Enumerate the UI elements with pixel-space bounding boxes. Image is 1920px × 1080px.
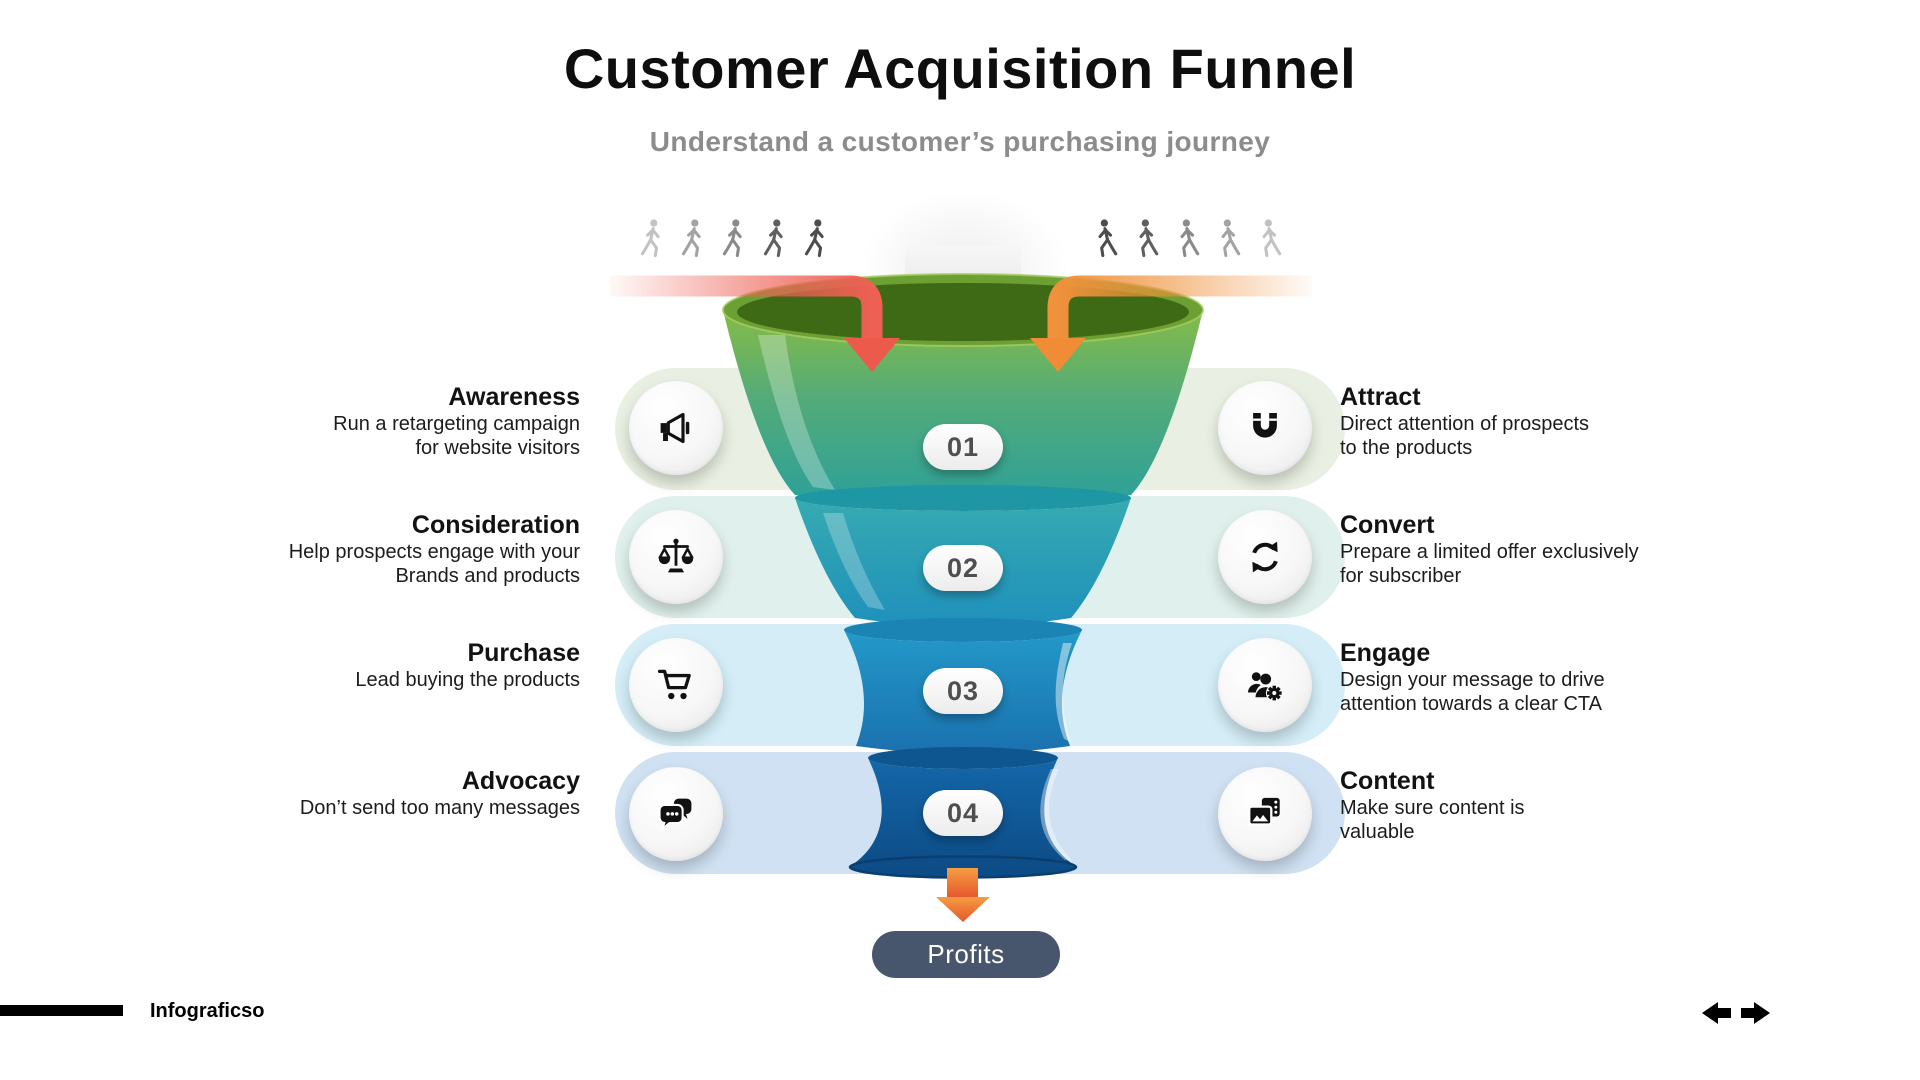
inflow-arrow-red	[610, 275, 900, 372]
stage-description-line: Direct attention of prospects	[1340, 413, 1590, 435]
stage-description-line: Brands and products	[395, 565, 580, 587]
stage-description-line: Don’t send too many messages	[299, 797, 580, 819]
funnel-level-3: 03	[923, 668, 1003, 714]
next-arrow-icon[interactable]	[1741, 1002, 1770, 1024]
walking-person-icon	[1180, 218, 1200, 258]
funnel-level-4: 04	[923, 790, 1003, 836]
walking-person-icon	[1262, 218, 1282, 258]
stage-consideration: Consideration Help prospects engage with…	[289, 510, 580, 588]
icon-circle-engage	[1218, 638, 1312, 732]
stage-description-line: Make sure content is	[1340, 797, 1525, 819]
walking-person-icon	[722, 218, 742, 258]
walking-person-icon	[804, 218, 824, 258]
funnel-rim-interior	[737, 283, 1189, 341]
funnel-lip-3	[844, 618, 1082, 642]
stage-content: Content Make sure content is valuable	[1340, 766, 1525, 844]
media-photo-icon	[1248, 797, 1280, 826]
stage-engage: Engage Design your message to drive atte…	[1340, 638, 1605, 716]
page-title: Customer Acquisition Funnel	[563, 37, 1357, 100]
walking-people-left	[640, 218, 824, 258]
funnel-level-2: 02	[923, 545, 1003, 591]
walking-person-icon	[763, 218, 783, 258]
funnel-gloss	[1055, 643, 1072, 742]
stage-title: Engage	[1340, 639, 1431, 667]
prev-arrow-icon[interactable]	[1702, 1002, 1731, 1024]
stage-title: Consideration	[411, 511, 580, 539]
shopping-cart-icon	[657, 669, 691, 700]
icon-circle-content	[1218, 767, 1312, 861]
page-subtitle: Understand a customer’s purchasing journ…	[649, 126, 1271, 157]
stage-convert: Convert Prepare a limited offer exclusiv…	[1340, 510, 1639, 588]
sync-arrows-icon	[1252, 541, 1278, 573]
magnet-icon	[1253, 412, 1277, 438]
funnel-seam-2	[795, 485, 1131, 511]
scales-icon	[658, 538, 694, 573]
stage-title: Advocacy	[461, 767, 580, 795]
stage-description-line: attention towards a clear CTA	[1340, 693, 1602, 715]
stage-title: Convert	[1340, 511, 1435, 539]
funnel-gloss	[758, 335, 835, 490]
slide-nav-arrows	[1702, 1002, 1770, 1024]
profits-badge: Profits	[872, 931, 1060, 978]
stage-awareness: Awareness Run a retargeting campaign for…	[333, 382, 580, 460]
icon-circle-awareness	[629, 381, 723, 475]
stage-purchase: Purchase Lead buying the products	[355, 638, 580, 692]
funnel-level-1: 01	[923, 424, 1003, 470]
walking-people-right	[1098, 218, 1282, 258]
stage-description-line: Lead buying the products	[355, 669, 580, 691]
inflow-arrow-orange	[1030, 275, 1312, 372]
stage-description-line: for website visitors	[415, 437, 581, 459]
walking-person-icon	[1139, 218, 1159, 258]
stage-advocacy: Advocacy Don’t send too many messages	[300, 766, 580, 820]
icon-circle-purchase	[629, 638, 723, 732]
icon-circle-convert	[1218, 510, 1312, 604]
stage-description-line: Design your message to drive	[1340, 669, 1605, 691]
funnel-gloss	[823, 513, 885, 610]
stage-description-line: for subscriber	[1340, 565, 1462, 587]
megaphone-icon	[660, 412, 690, 444]
brand-bar	[0, 1005, 123, 1016]
icon-circle-consideration	[629, 510, 723, 604]
walking-person-icon	[640, 218, 660, 258]
walking-person-icon	[681, 218, 701, 258]
stage-title: Awareness	[448, 383, 580, 411]
funnel-lip-4	[868, 747, 1058, 769]
stage-title: Attract	[1340, 383, 1421, 411]
stage-description-line: Prepare a limited offer exclusively	[1340, 541, 1639, 563]
outflow-arrow	[936, 868, 990, 922]
stage-title: Purchase	[467, 639, 580, 667]
stage-description-line: valuable	[1340, 821, 1415, 843]
walking-person-icon	[1098, 218, 1118, 258]
walking-person-icon	[1221, 218, 1241, 258]
stage-description-line: to the products	[1340, 437, 1473, 459]
brand-name: Infograficso	[150, 1000, 265, 1022]
chat-bubbles-icon	[658, 798, 692, 832]
stage-attract: Attract Direct attention of prospects to…	[1340, 382, 1589, 460]
stage-description-line: Help prospects engage with your	[288, 541, 580, 563]
funnel-segment-1	[723, 310, 1203, 507]
icon-circle-advocacy	[629, 767, 723, 861]
stage-title: Content	[1340, 767, 1435, 795]
funnel-rim-highlight	[722, 273, 1204, 347]
funnel-gloss	[1040, 769, 1073, 861]
icon-circle-attract	[1218, 381, 1312, 475]
users-gear-icon	[1248, 672, 1283, 702]
stage-description-line: Run a retargeting campaign	[333, 413, 580, 435]
